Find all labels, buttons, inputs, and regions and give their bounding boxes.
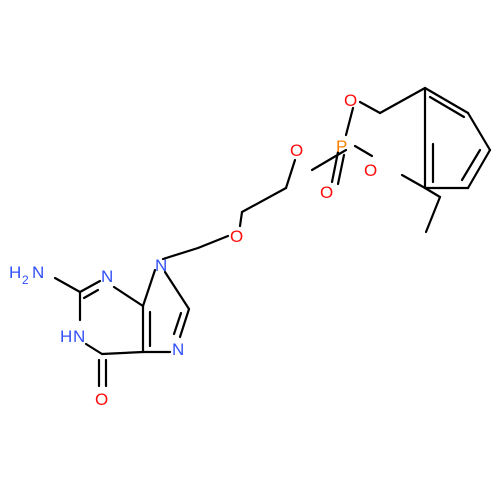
bond-benzene-3 [466,148,492,190]
atom-n1: N [73,327,85,346]
bond-c4-n9 [141,268,157,308]
bond-c6-c5 [100,350,145,356]
bond-p-o-bottom [310,148,348,172]
bond-ch2-ring [378,86,427,115]
bond-p-double-o-2 [336,153,346,186]
atom-o-carbonyl: O [95,390,108,409]
atom-n3: N [101,267,113,286]
atom-nh2-sub: 2 [22,273,29,287]
bond-ring-o-bottom [400,173,427,190]
bond-o-ch2 [358,100,382,115]
bond-p-o-ring [353,144,374,158]
bond-c8-n7 [178,307,191,339]
bond-c4-n3 [112,285,145,308]
bond-c2-o [238,210,244,228]
atom-p: P [336,137,347,156]
bond-benzene-3-inner [460,148,482,182]
atom-o-ring-top: O [344,91,357,110]
atom-n1-h: H [60,327,72,346]
atom-n9: N [155,256,167,275]
bond-c2-nh2 [53,276,82,294]
atom-n7: N [172,340,184,359]
bond-benzene-1 [423,86,470,115]
bond-ring-junction [423,186,442,199]
bond-o-c1 [284,158,297,190]
atom-o-ether: O [230,227,243,246]
atom-nh2-h: H [9,263,21,282]
bond-p-double-o [330,150,340,184]
bond-benzene-2 [466,111,492,152]
bond-n3-c2 [78,279,102,294]
bond-p-o-top [344,106,355,137]
bond-o-ch2 [196,234,230,250]
bond-n1-c6 [84,342,104,356]
atom-labels: O P O O O O N N N H N H 2 N O [9,91,377,409]
atom-o-ring-bottom: O [364,161,377,180]
bond-methyl [424,195,442,234]
bond-benzene-1-inner [428,95,466,119]
bonds [53,86,492,388]
bond-ch2-n9 [161,246,200,261]
bond-c8-n7-inner [172,311,183,336]
atom-nh2-n: N [32,263,44,282]
atom-o-double: O [320,183,333,202]
bond-c1-c2 [240,186,288,214]
atom-o-link: O [290,141,303,160]
bond-n9-c8 [163,270,191,311]
bond-n3-c2-inner [82,288,100,300]
